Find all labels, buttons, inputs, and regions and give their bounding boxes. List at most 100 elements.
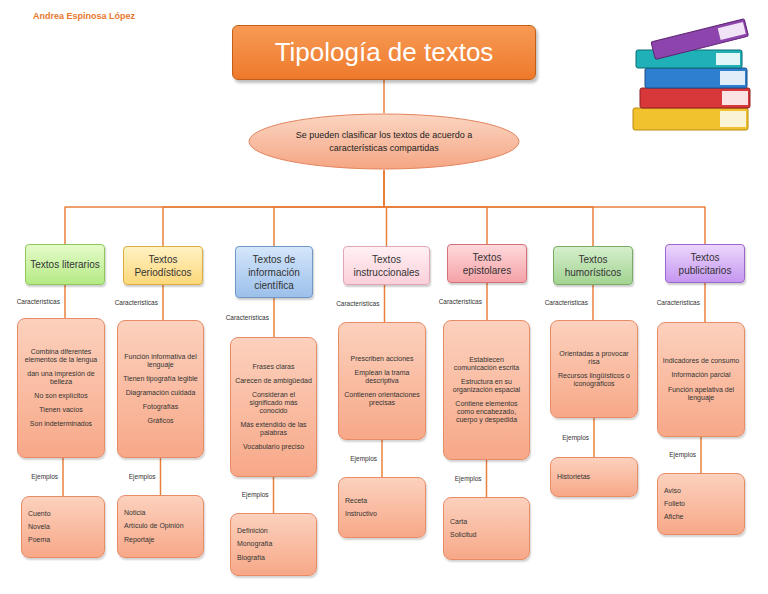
example-item: Definición (237, 527, 268, 535)
example-item: Carta (450, 518, 467, 526)
features-box: Prescriben accionesEmplean la trama desc… (338, 322, 426, 440)
examples-label: Ejemplos (562, 434, 589, 441)
category-box: Textos instruccionales (343, 246, 430, 285)
features-box: Orientadas a provocar risaRecursos lingü… (550, 320, 638, 418)
examples-label: Ejemplos (455, 475, 482, 482)
title-text: Tipología de textos (275, 37, 494, 68)
features-label: Características (115, 299, 158, 306)
examples-label: Ejemplos (129, 473, 156, 480)
features-label: Características (657, 299, 700, 306)
feature-item: Consideran el significado más conocido (235, 391, 312, 415)
examples-box: NoticiaArtículo de OpiniónReportaje (117, 495, 204, 558)
feature-item: Frases claras (252, 363, 294, 371)
feature-item: Tienen vacíos (39, 406, 82, 414)
connector-line (381, 440, 383, 477)
connector-line (384, 285, 386, 322)
feature-item: No son explícitos (34, 392, 87, 400)
examples-box: Historietas (550, 457, 638, 497)
category-name: Textos publicitarios (670, 251, 740, 277)
category-box: Textos epistolares (447, 244, 527, 283)
feature-item: Emplean la trama descriptiva (343, 369, 421, 385)
example-item: Folleto (664, 500, 685, 508)
category-box: Textos Periodísticos (123, 246, 203, 285)
book-stack (633, 19, 750, 130)
feature-item: Estructura en su organización espacial (448, 378, 525, 394)
example-item: Monografía (237, 540, 272, 548)
connector-line (273, 477, 275, 513)
book-pages (720, 71, 745, 85)
examples-box: CartaSolicitud (443, 497, 530, 560)
feature-item: Recursos lingüísticos o iconográficos (555, 372, 633, 388)
example-item: Aviso (664, 487, 681, 495)
features-box: Función informativa del lenguajeTienen t… (117, 320, 204, 458)
connector-line (384, 170, 705, 244)
feature-item: Contienen orientaciones precisas (343, 391, 421, 407)
intro-text: Se pueden clasificar los textos de acuer… (294, 129, 474, 153)
example-item: Afiche (664, 513, 683, 521)
ellipse-shape (248, 113, 520, 170)
examples-box: CuentoNovelaPoema (21, 496, 105, 558)
features-box: Combina diferentes elementos de la lengu… (17, 318, 105, 458)
tilted-book (651, 19, 749, 60)
connector-line (384, 170, 593, 246)
purple-book (651, 19, 749, 60)
feature-item: Vocabulario preciso (243, 443, 304, 451)
category-box: Textos de información científica (235, 246, 313, 298)
feature-item: Son indeterminados (30, 420, 92, 428)
features-box: Indicadores de consumoInformación parcia… (657, 322, 745, 437)
book-pages (722, 91, 748, 105)
features-label: Características (226, 314, 269, 321)
feature-item: Gráficos (147, 417, 173, 425)
connector-line (704, 283, 706, 322)
author-name: Andrea Espinosa López (33, 12, 135, 22)
teal-book (636, 50, 742, 68)
connector-line (383, 80, 385, 113)
connector-line (274, 170, 384, 246)
feature-item: Información parcial (671, 371, 730, 379)
connector-line (592, 285, 594, 320)
red-book (640, 88, 750, 108)
feature-item: Prescriben acciones (350, 355, 413, 363)
examples-label: Ejemplos (31, 473, 58, 480)
example-item: Cuento (28, 510, 51, 518)
feature-item: Indicadores de consumo (663, 357, 739, 365)
connector-line (593, 418, 595, 457)
examples-box: RecetaInstructivo (338, 477, 426, 538)
yellow-book (633, 108, 748, 130)
feature-item: Tienen tipografía legible (123, 375, 197, 383)
feature-item: Carecen de ambigüedad (235, 377, 312, 385)
examples-box: AvisoFolletoAfiche (657, 473, 745, 535)
features-label: Características (439, 298, 482, 305)
example-item: Poema (28, 536, 50, 544)
connector-line (486, 460, 488, 497)
example-item: Biografía (237, 554, 265, 562)
connector-line (700, 437, 702, 473)
feature-item: Función informativa del lenguaje (122, 353, 199, 369)
category-box: Textos publicitarios (665, 244, 745, 283)
blue-book (645, 68, 747, 88)
example-item: Solicitud (450, 531, 476, 539)
features-label: Características (17, 298, 60, 305)
category-name: Textos literarios (30, 258, 99, 271)
category-box: Textos literarios (25, 244, 105, 285)
feature-item: Orientadas a provocar risa (555, 350, 633, 366)
book-pages (716, 53, 740, 65)
example-item: Novela (28, 523, 50, 531)
category-name: Textos epistolares (452, 251, 522, 277)
example-item: Noticia (124, 509, 145, 517)
category-box: Textos humorísticos (553, 246, 633, 285)
features-label: Características (545, 299, 588, 306)
ellipse-outline (249, 114, 519, 169)
feature-item: Diagramación cuidada (126, 389, 196, 397)
connector-line (64, 285, 66, 318)
example-item: Reportaje (124, 536, 154, 544)
connector-line (160, 458, 162, 495)
example-item: Artículo de Opinión (124, 522, 184, 530)
connector-line (486, 283, 488, 320)
category-name: Textos instruccionales (348, 253, 425, 279)
feature-item: Fotografías (143, 403, 178, 411)
feature-item: Contiene elementos como encabezado, cuer… (448, 400, 525, 424)
intro-ellipse: Se pueden clasificar los textos de acuer… (248, 113, 520, 170)
category-name: Textos de información científica (240, 253, 308, 292)
title-box: Tipología de textos (232, 25, 536, 80)
